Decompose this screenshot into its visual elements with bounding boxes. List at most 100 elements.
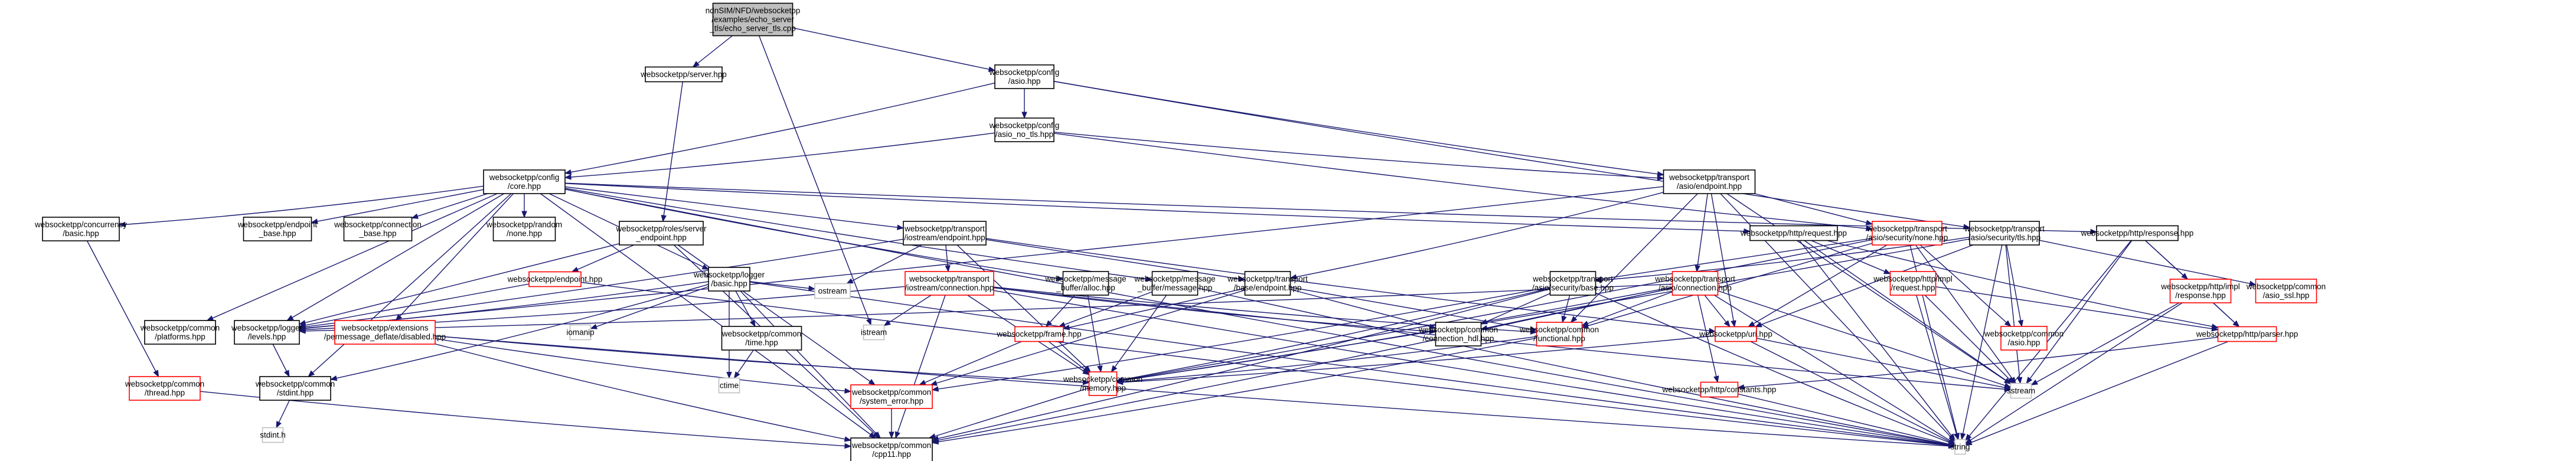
node-uri[interactable]: websocketpp/uri.hpp	[1699, 326, 1772, 342]
arrowhead-icon	[308, 370, 315, 377]
node-http_impl_req[interactable]: websocketpp/http/impl/request.hpp	[1873, 271, 1953, 296]
edge-tr_ios_ep-to-levels	[298, 238, 904, 330]
node-frame[interactable]: websocketpp/frame.hpp	[996, 326, 1082, 342]
node-label: /examples/echo_server	[711, 15, 794, 24]
node-box	[718, 377, 740, 394]
node-http_resp[interactable]: websocketpp/http/response.hpp	[2081, 225, 2194, 241]
node-logger_basic[interactable]: websocketpp/logger/basic.hpp	[693, 267, 765, 292]
node-functional[interactable]: websocketpp/common/functional.hpp	[1519, 322, 1599, 346]
node-conc_basic[interactable]: websocketpp/concurrency/basic.hpp	[34, 217, 127, 241]
node-label: iomanip	[566, 328, 594, 337]
arrowhead-icon	[897, 224, 905, 230]
edge-tr_base_ep-to-frame	[1062, 287, 1245, 331]
edge-line	[200, 391, 851, 447]
node-memory[interactable]: websocketpp/common/memory.hpp	[1063, 371, 1142, 396]
node-box	[1671, 271, 1719, 296]
edge-line	[993, 290, 1955, 447]
arrowhead-icon	[931, 439, 939, 445]
node-box	[144, 320, 216, 345]
edge-stdint-to-stdint_h	[276, 400, 290, 429]
edge-sec_base-to-functional	[1561, 295, 1571, 323]
edge-cfg_core-to-conn_base	[411, 193, 488, 219]
node-tr_ios_conn[interactable]: websocketpp/transport/iostream/connectio…	[905, 271, 994, 296]
node-label: /thread.hpp	[145, 388, 185, 397]
node-sec_tls[interactable]: websocketpp/transport/asio/security/tls.…	[1964, 221, 2045, 246]
node-msg_message[interactable]: websocketpp/message_buffer/message.hpp	[1134, 271, 1216, 296]
node-label: /base/endpoint.hpp	[1234, 283, 1302, 292]
edge-thread-to-cpp11	[200, 391, 852, 449]
edge-line	[1935, 286, 2218, 331]
node-common_asio[interactable]: websocketpp/common/asio.hpp	[1984, 326, 2064, 351]
node-label: websocketpp/message	[1044, 274, 1126, 283]
node-conn_hdl[interactable]: websocketpp/common/connection_hdl.hpp	[1418, 322, 1498, 346]
node-asio_ssl[interactable]: websocketpp/common/asio_ssl.hpp	[2246, 279, 2326, 303]
node-label: websocketpp/common	[1063, 375, 1142, 384]
node-pmd_disabled[interactable]: websocketpp/extensions/permessage_deflat…	[324, 320, 446, 345]
edge-tr_asio_conn-to-uri	[1704, 295, 1731, 328]
node-server[interactable]: websocketpp/server.hpp	[640, 66, 727, 83]
edge-line	[1048, 341, 1089, 374]
node-tr_asio_conn[interactable]: websocketpp/transport/asio/connection.hp…	[1654, 271, 1735, 296]
node-box	[234, 320, 300, 345]
edge-tr_ios_ep-to-tr_base_ep	[985, 239, 1246, 282]
node-http_impl_resp[interactable]: websocketpp/http/impl/response.hpp	[2160, 279, 2240, 303]
edge-tr_ios_conn-to-string	[993, 290, 1956, 448]
node-sec_none[interactable]: websocketpp/transport/asio/security/none…	[1866, 221, 1948, 246]
node-label: /asio_no_tls.hpp	[995, 130, 1053, 139]
node-tr_ios_ep[interactable]: websocketpp/transport/iostream/endpoint.…	[903, 221, 987, 246]
arrowhead-icon	[692, 61, 700, 68]
edge-cfg_core-to-ep_base	[311, 189, 484, 224]
node-label: websocketpp/config	[989, 68, 1060, 77]
node-rand_none[interactable]: websocketpp/random/none.hpp	[486, 217, 562, 241]
node-http_parser[interactable]: websocketpp/http/parser.hpp	[2196, 326, 2299, 342]
node-conn_base[interactable]: websocketpp/connection_base.hpp	[334, 217, 422, 241]
node-box	[262, 427, 284, 443]
edge-http_req-to-sstream	[1804, 240, 2012, 384]
edge-tr_ios_ep-to-uri	[985, 238, 1716, 334]
node-tr_asio_ep[interactable]: websocketpp/transport/asio/endpoint.hpp	[1663, 169, 1756, 194]
arrowhead-icon	[1238, 276, 1246, 282]
edge-line	[985, 238, 1716, 332]
node-cfg_core[interactable]: websocketpp/config/core.hpp	[483, 169, 566, 194]
edge-line	[412, 193, 488, 219]
node-http_req[interactable]: websocketpp/http/request.hpp	[1740, 225, 1847, 241]
node-endpoint[interactable]: websocketpp/endpoint.hpp	[507, 271, 603, 287]
edge-cfg_core-to-platforms	[206, 193, 498, 321]
edge-line	[299, 283, 530, 327]
node-http_constants[interactable]: websocketpp/http/constants.hpp	[1662, 381, 1777, 398]
node-tr_base_ep[interactable]: websocketpp/transport/base/endpoint.hpp	[1227, 271, 1308, 296]
node-system_error[interactable]: websocketpp/common/system_error.hpp	[850, 384, 933, 409]
arrowhead-icon	[1953, 433, 1960, 440]
node-root[interactable]: ndnSIM/NFD/websocketpp/examples/echo_ser…	[706, 2, 801, 37]
edge-line	[1595, 238, 1873, 280]
node-cfg_asio[interactable]: websocketpp/config/asio.hpp	[989, 64, 1060, 89]
node-label: _endpoint.hpp	[635, 233, 687, 242]
edge-sec_none-to-common_asio	[1919, 244, 2012, 327]
node-ep_base[interactable]: websocketpp/endpoint_base.hpp	[237, 217, 318, 241]
node-box	[1536, 322, 1583, 346]
arrowhead-icon	[118, 221, 126, 228]
edge-line	[564, 182, 2097, 233]
node-label: /system_error.hpp	[860, 397, 923, 406]
edge-tr_asio_ep-to-tr_base_ep	[1289, 192, 1664, 280]
node-label: /asio/security/tls.hpp	[1968, 233, 2040, 242]
node-time[interactable]: websocketpp/common/time.hpp	[721, 326, 802, 351]
edge-line	[932, 337, 1537, 443]
arrowhead-icon	[1755, 322, 1762, 328]
node-label: /asio/endpoint.hpp	[1677, 182, 1742, 191]
arrowhead-icon	[918, 380, 926, 385]
node-cpp11[interactable]: websocketpp/common/cpp11.hpp	[850, 437, 933, 461]
node-sec_base[interactable]: websocketpp/transport/asio/security/base…	[1532, 271, 1614, 296]
node-stdint[interactable]: websocketpp/common/stdint.hpp	[255, 376, 335, 401]
node-roles_srv[interactable]: websocketpp/roles/server_endpoint.hpp	[615, 221, 707, 246]
arrowhead-icon	[988, 66, 996, 72]
node-msg_alloc[interactable]: websocketpp/message_buffer/alloc.hpp	[1044, 271, 1127, 296]
edge-logger_basic-to-string	[749, 282, 1956, 449]
edge-cfg_core-to-http_req	[564, 183, 1751, 234]
node-label: istream	[861, 328, 887, 337]
edge-line	[564, 183, 1751, 232]
node-cfg_asio_no_tls[interactable]: websocketpp/config/asio_no_tls.hpp	[989, 117, 1060, 142]
node-thread[interactable]: websocketpp/common/thread.hpp	[125, 376, 204, 401]
node-platforms[interactable]: websocketpp/common/platforms.hpp	[140, 320, 220, 345]
node-levels[interactable]: websocketpp/logger/levels.hpp	[231, 320, 303, 345]
